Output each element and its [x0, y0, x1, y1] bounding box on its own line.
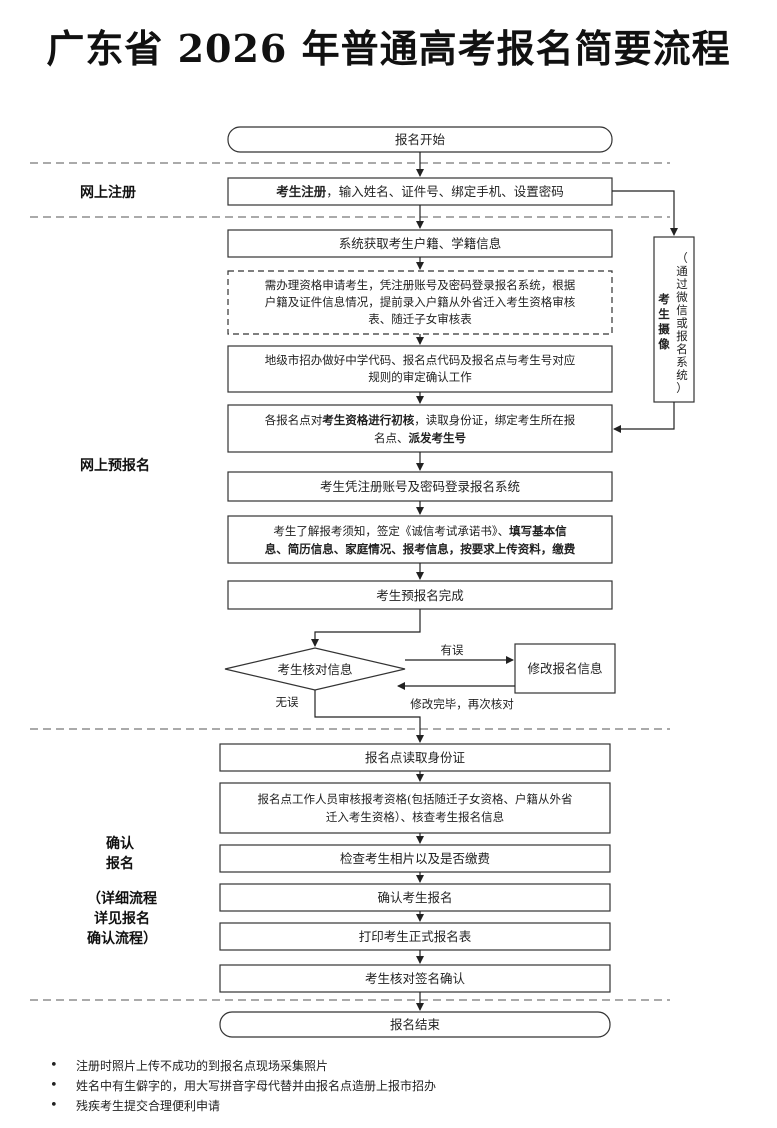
step-qualification-label: 户籍及证件信息情况，提前录入户籍从外省迁入考生资格审核: [265, 295, 576, 309]
section-label-online-register: 网上注册: [80, 184, 136, 201]
side-label-char: 报: [676, 329, 688, 343]
section-label-confirm-detail: 确认流程）: [87, 930, 157, 947]
section-label-online-prereg: 网上预报名: [80, 457, 150, 474]
step-modify-info: [514, 643, 616, 694]
label-has-error: 有误: [441, 643, 464, 657]
notes-list: 注册时照片上传不成功的到报名点现场采集照片 姓名中有生僻字的，用大写拼音字母代替…: [48, 1056, 748, 1116]
section-label-confirm-detail: 详见报名: [94, 910, 150, 927]
step-read-id: [219, 743, 611, 772]
decision-check-info-label: 考生核对信息: [277, 662, 352, 677]
side-label-char: 考: [658, 292, 670, 306]
step-qualification-label: 需办理资格申请考生，凭注册账号及密码登录报名系统，根据: [265, 278, 576, 292]
step-login: [227, 471, 613, 502]
step-confirm-reg-label: 确认考生报名: [377, 890, 452, 905]
step-register-label: 考生注册，输入姓名、证件号、绑定手机、设置密码: [276, 184, 564, 199]
step-staff-review-label: 迁入考生资格）、核查考生报名信息: [326, 810, 504, 824]
side-label-char: 或: [676, 316, 688, 330]
arrow-from-photo: [613, 402, 675, 433]
step-login-label: 考生凭注册账号及密码登录报名系统: [320, 479, 520, 494]
step-confirm-reg: [219, 883, 611, 912]
note-item: 注册时照片上传不成功的到报名点现场采集照片: [48, 1056, 748, 1076]
step-qualification-label: 表、随迁子女审核表: [368, 312, 472, 326]
arrow: [311, 609, 421, 647]
step-photo-fee-label: 检查考生相片以及是否缴费: [340, 851, 490, 866]
arrow-no-error: [314, 690, 424, 743]
step-start-label: 报名开始: [395, 132, 446, 147]
label-no-error: 无误: [276, 695, 299, 709]
side-label-char: 生: [658, 307, 670, 321]
label-modify-done: 修改完毕，再次核对: [410, 697, 514, 711]
side-box-photo: [653, 236, 695, 403]
side-label-char: 通: [676, 264, 688, 278]
section-label-confirm-detail: （详细流程: [87, 890, 157, 907]
step-fill-info-label: 息、简历信息、家庭情况、报考信息，按要求上传资料，缴费: [265, 542, 576, 556]
side-label-char: 微: [676, 290, 688, 304]
step-read-id-label: 报名点读取身份证: [365, 750, 466, 765]
step-end: [219, 1011, 611, 1038]
step-code-confirm-label: 规则的审定确认工作: [368, 370, 472, 384]
step-initial-review: [227, 404, 613, 453]
section-label-confirm: 报名: [106, 855, 134, 872]
side-label-char: 过: [676, 277, 688, 291]
step-photo-fee: [219, 844, 611, 873]
step-prereg-done-label: 考生预报名完成: [376, 588, 464, 603]
side-label-char: 信: [676, 303, 688, 317]
note-item: 姓名中有生僻字的，用大写拼音字母代替并由报名点造册上报市招办: [48, 1076, 748, 1096]
side-label-char: ）: [676, 381, 688, 395]
side-label-char: 名: [676, 342, 688, 356]
step-staff-review: [219, 782, 611, 834]
step-fill-info: [227, 515, 613, 564]
step-code-confirm: [227, 345, 613, 393]
note-item: 残疾考生提交合理便利申请: [48, 1096, 748, 1116]
step-staff-review-label: 报名点工作人员审核报考资格(包括随迁子女资格、户籍从外省: [258, 792, 573, 806]
step-sign-confirm: [219, 964, 611, 993]
step-code-confirm-label: 地级市招办做好中学代码、报名点代码及报名点与考生号对应: [265, 353, 576, 367]
side-label-char: （: [676, 251, 688, 265]
side-label-char: 像: [658, 337, 670, 351]
step-print-form: [219, 922, 611, 951]
step-fill-info-label: 考生了解报考须知，签定《诚信考试承诺书》、填写基本信: [273, 524, 567, 538]
flowchart: 网上注册 网上预报名 确认 报名 （详细流程 详见报名 确认流程）: [30, 126, 695, 1038]
step-qualification: [227, 270, 613, 335]
side-label-char: 统: [676, 368, 688, 382]
step-initial-review-label: 名点、派发考生号: [374, 431, 466, 445]
step-prereg-done: [227, 580, 613, 610]
step-modify-info-label: 修改报名信息: [527, 661, 602, 676]
step-fetch-info-label: 系统获取考生户籍、学籍信息: [339, 236, 502, 251]
section-label-confirm: 确认: [106, 835, 135, 852]
step-initial-review-label: 各报名点对考生资格进行初核，读取身份证，绑定考生所在报: [265, 413, 576, 427]
side-label-char: 摄: [658, 322, 670, 336]
step-sign-confirm-label: 考生核对签名确认: [365, 971, 466, 986]
step-print-form-label: 打印考生正式报名表: [359, 929, 472, 944]
side-label-char: 系: [676, 355, 688, 369]
arrow-to-photo: [612, 190, 678, 236]
page-title: 广东省 2026 年普通高考报名简要流程: [46, 26, 731, 71]
step-fetch-info: [227, 229, 613, 258]
step-end-label: 报名结束: [390, 1017, 441, 1032]
decision-check-info: [224, 647, 406, 691]
